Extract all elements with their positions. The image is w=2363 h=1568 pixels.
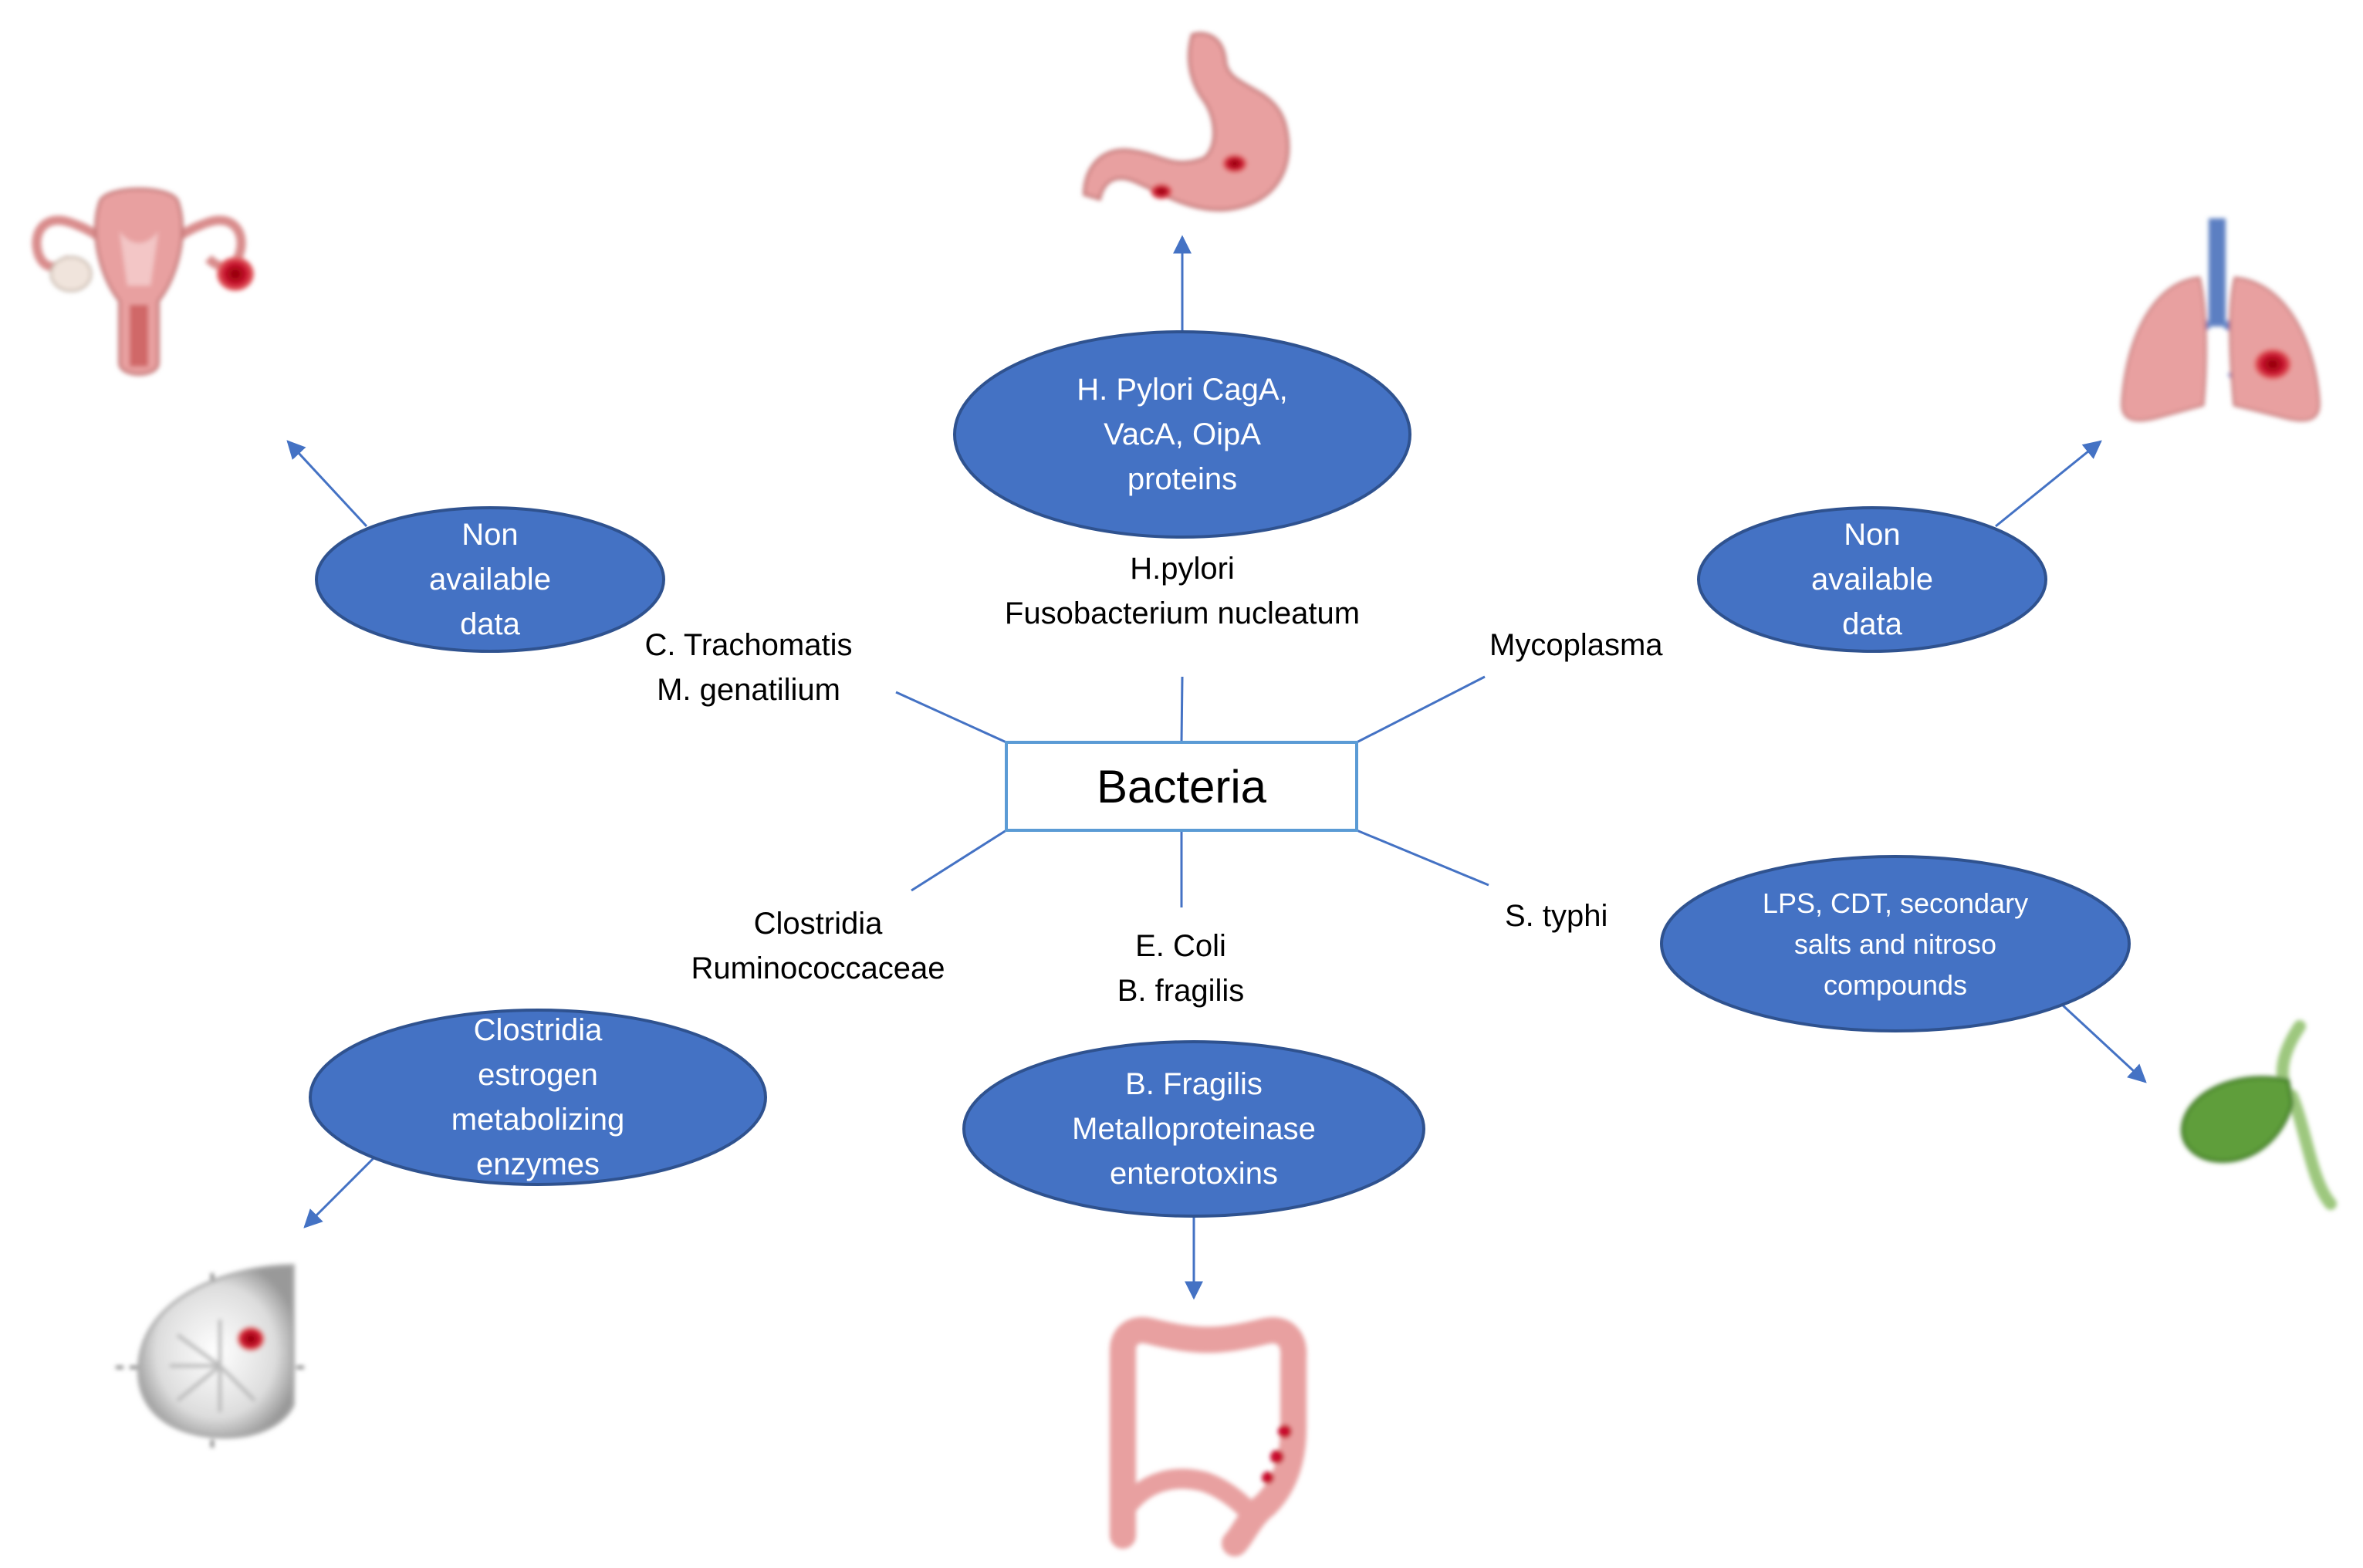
ellipse-lower-left bbox=[309, 1009, 767, 1186]
gallbladder-icon bbox=[2181, 1020, 2337, 1210]
mechanism-upper-left-text: Non available data bbox=[429, 518, 551, 641]
uterus-ovaries-icon bbox=[32, 188, 254, 376]
arrow-to-gallbladder bbox=[2060, 1003, 2147, 1083]
lungs-icon bbox=[2121, 218, 2321, 422]
group-label-upper-left: C. Trachomatis M. genatilium bbox=[644, 628, 853, 707]
arrow-to-uterus bbox=[286, 440, 368, 528]
breast-icon bbox=[116, 1263, 309, 1451]
connector-upper-left bbox=[895, 691, 1007, 744]
ellipse-upper-right bbox=[1697, 506, 2047, 653]
mechanism-lower-right: LPS, CDT, secondary salts and nitroso co… bbox=[1662, 857, 2129, 1031]
colon-icon bbox=[1110, 1316, 1307, 1556]
mechanism-ellipses bbox=[309, 330, 2131, 1218]
mechanism-top-text: H. Pylori CagA, VacA, OipA proteins bbox=[1077, 373, 1288, 496]
ellipse-lower-right bbox=[1660, 855, 2131, 1032]
bacteria-box bbox=[1005, 741, 1358, 832]
connector-lower-left bbox=[911, 829, 1007, 892]
connector-upper-right bbox=[1356, 675, 1486, 744]
mechanism-top: H. Pylori CagA, VacA, OipA proteins bbox=[955, 332, 1410, 537]
bacteria-label-text: Bacteria bbox=[1096, 760, 1267, 813]
mechanism-upper-left: Non available data bbox=[316, 508, 664, 651]
group-label-lower-right: S. typhi bbox=[1505, 899, 1608, 933]
group-label-bottom: E. Coli B. fragilis bbox=[1117, 929, 1245, 1008]
group-label-upper-right: Mycoplasma bbox=[1489, 628, 1663, 662]
mechanism-lower-right-text: LPS, CDT, secondary salts and nitroso co… bbox=[1762, 887, 2029, 1001]
mechanism-lower-left: Clostridia estrogen metabolizing enzymes bbox=[310, 1010, 766, 1184]
group-label-top: H.pylori Fusobacterium nucleatum bbox=[1004, 552, 1361, 630]
mechanism-bottom-text: B. Fragilis Metalloproteinase enterotoxi… bbox=[1072, 1067, 1316, 1191]
stomach-icon bbox=[1082, 32, 1290, 211]
bacteria-label: Bacteria bbox=[1006, 742, 1357, 830]
mechanism-lower-left-text: Clostridia estrogen metabolizing enzymes bbox=[451, 1013, 625, 1181]
arrow-to-breast bbox=[303, 1156, 376, 1228]
ellipse-upper-left bbox=[315, 506, 665, 653]
connector-lines bbox=[895, 675, 1489, 907]
connector-lower-right bbox=[1356, 829, 1489, 887]
mechanism-upper-right-text: Non available data bbox=[1811, 518, 1933, 641]
ellipse-top bbox=[953, 330, 1411, 539]
group-label-lower-left: Clostridia Ruminococcaceae bbox=[691, 907, 945, 985]
arrow-to-lungs bbox=[1995, 440, 2102, 528]
arrows bbox=[286, 235, 2147, 1300]
mechanism-upper-right: Non available data bbox=[1699, 508, 2046, 651]
mechanism-bottom: B. Fragilis Metalloproteinase enterotoxi… bbox=[964, 1042, 1424, 1216]
ellipse-bottom bbox=[962, 1040, 1425, 1218]
